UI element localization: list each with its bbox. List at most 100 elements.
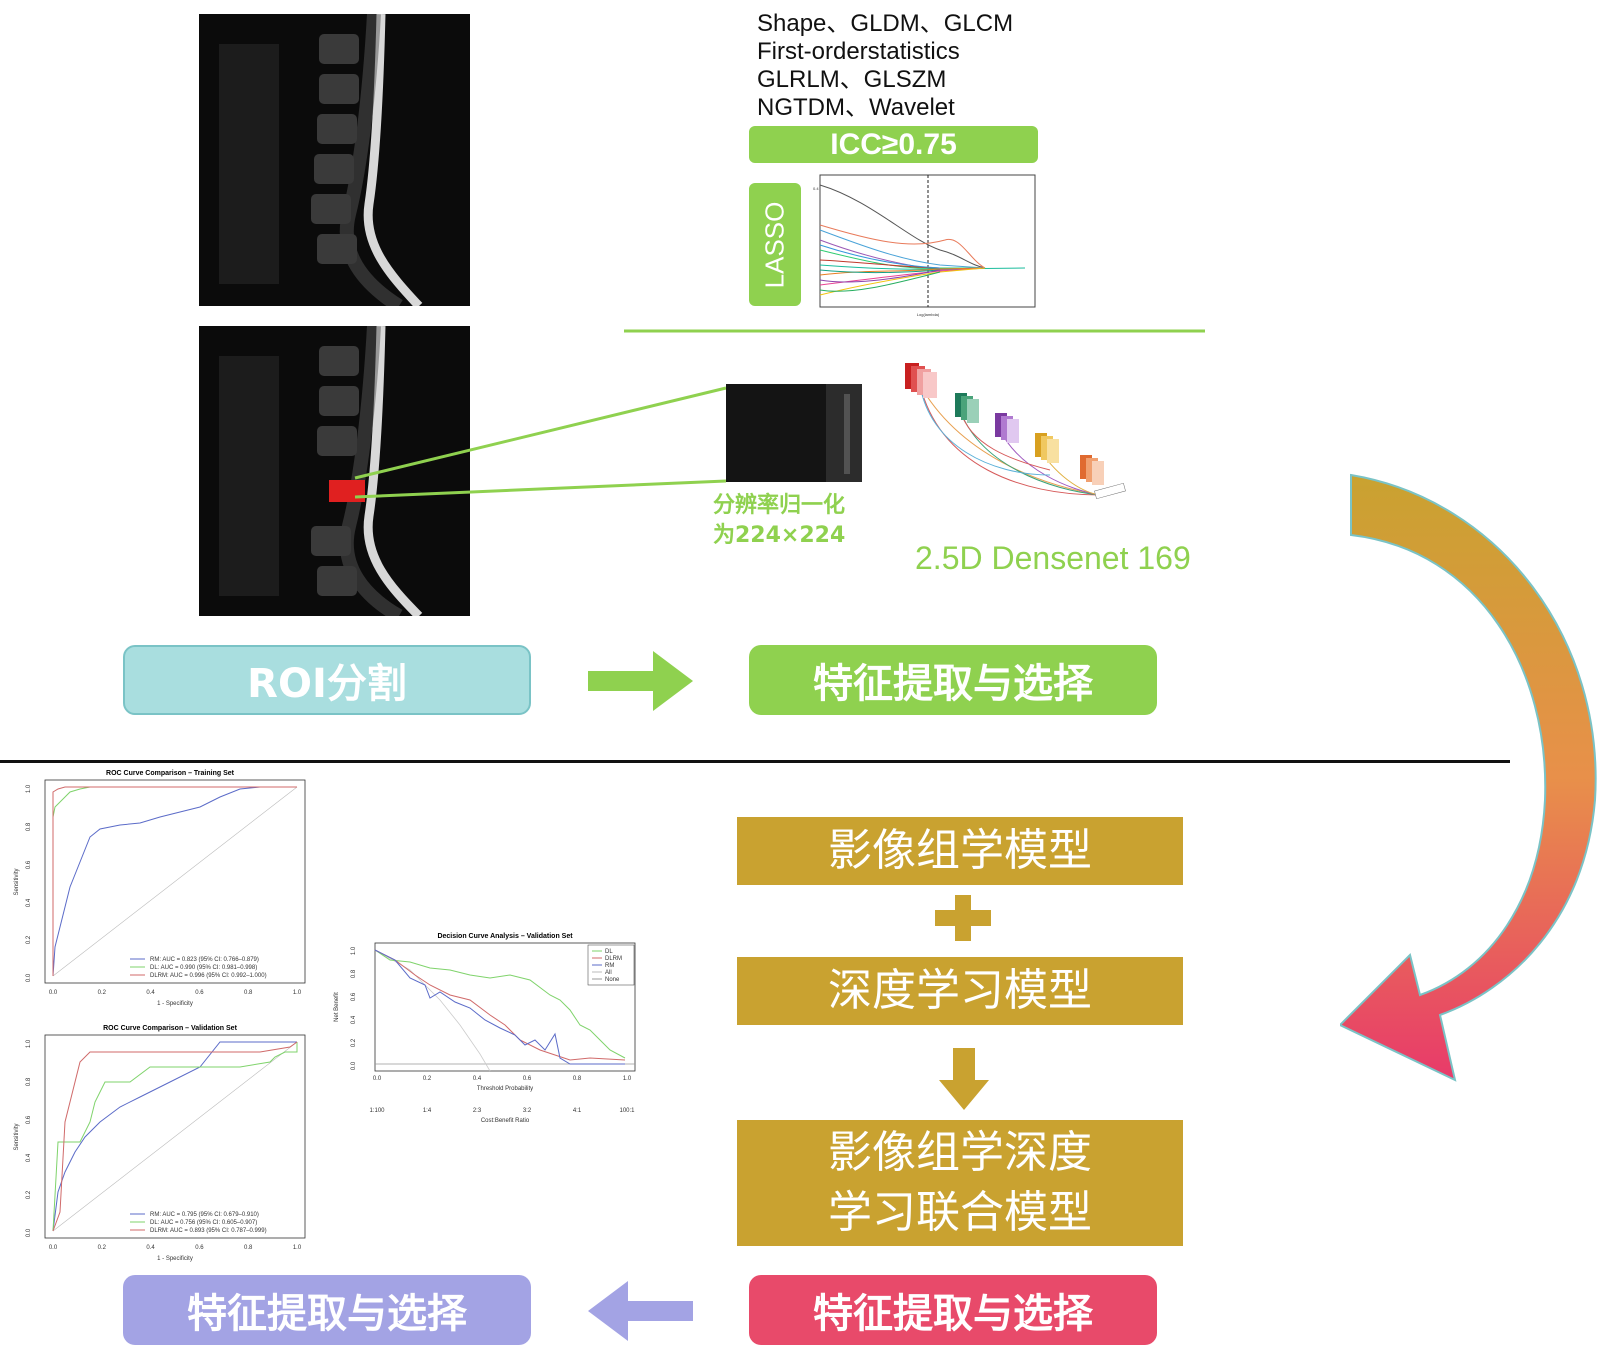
svg-text:DLRM: DLRM [605,956,622,962]
svg-text:0.8: 0.8 [244,1245,253,1251]
icc-filter-box: ICC≥0.75 [749,126,1038,163]
left-arrow-icon [588,1281,693,1341]
feature-extraction-pill-bottom-right: 特征提取与选择 [749,1275,1157,1345]
radiomics-model-box: 影像组学模型 [737,817,1183,885]
densenet-title: 2.5D Densenet 169 [915,540,1191,577]
down-arrow-icon [939,1048,989,1110]
resolution-note: 分辨率归一化 为224×224 [713,491,845,551]
combined-model-line-1: 影像组学深度 [828,1123,1092,1183]
feature-extraction-label-top: 特征提取与选择 [813,651,1093,709]
decision-curve-graphic: Decision Curve Analysis – Validation Set… [330,930,640,1130]
svg-text:0.0: 0.0 [49,990,58,996]
feature-extraction-pill-bottom-left: 特征提取与选择 [123,1275,531,1345]
svg-text:0.2: 0.2 [98,990,107,996]
svg-text:All: All [605,970,612,976]
resolution-line-1: 分辨率归一化 [713,491,845,521]
feature-line: NGTDM、Wavelet [757,94,1013,122]
svg-text:1.0: 1.0 [293,1245,302,1251]
lasso-path-plot: 0.4 Log(lambda) [810,170,1040,320]
svg-text:0.8: 0.8 [573,1076,582,1082]
lasso-path-graphic: 0.4 Log(lambda) [810,170,1040,320]
svg-text:1.0: 1.0 [26,784,32,793]
roi-segmentation-label: ROI分割 [247,651,407,709]
svg-text:0.4: 0.4 [473,1076,482,1082]
svg-text:0.0: 0.0 [373,1076,382,1082]
deep-learning-model-label: 深度学习模型 [828,961,1092,1021]
svg-text:0.6: 0.6 [26,860,32,869]
svg-text:0.2: 0.2 [423,1076,432,1082]
svg-text:1:4: 1:4 [423,1108,432,1114]
roc-validation-graphic: ROC Curve Comparison – Validation Set 0.… [10,1022,310,1267]
roi-segmentation-pill: ROI分割 [123,645,531,715]
svg-text:0.0: 0.0 [26,1228,32,1237]
roi-crop-image [726,384,862,482]
roc-valid-title: ROC Curve Comparison – Validation Set [103,1025,237,1032]
roc-validation-chart: ROC Curve Comparison – Validation Set 0.… [10,1022,310,1267]
svg-text:RM: AUC = 0.795 (95% CI: 0.679: RM: AUC = 0.795 (95% CI: 0.679–0.910) [150,1212,259,1218]
svg-text:1.0: 1.0 [293,990,302,996]
svg-text:0.8: 0.8 [244,990,253,996]
radiomics-model-label: 影像组学模型 [828,821,1092,881]
svg-text:Sensitivity: Sensitivity [14,1123,20,1150]
svg-text:0.6: 0.6 [26,1115,32,1124]
svg-text:Net Benefit: Net Benefit [334,992,340,1022]
svg-text:DL: DL [605,949,613,955]
svg-text:100:1: 100:1 [619,1108,635,1114]
svg-text:0.8: 0.8 [351,969,357,978]
svg-text:0.6: 0.6 [523,1076,532,1082]
svg-text:0.0: 0.0 [26,973,32,982]
svg-text:Decision Curve Analysis – Vali: Decision Curve Analysis – Validation Set [437,933,573,940]
roc-training-chart: ROC Curve Comparison – Training Set 0.0 … [10,767,310,1012]
svg-text:1.0: 1.0 [623,1076,632,1082]
right-arrow-icon [588,651,693,711]
svg-text:0.2: 0.2 [351,1038,357,1047]
svg-text:Cost:Benefit Ratio: Cost:Benefit Ratio [481,1118,530,1124]
svg-text:DLRM: AUC = 0.996 (95% CI: 0.9: DLRM: AUC = 0.996 (95% CI: 0.992–1.000) [150,973,267,979]
svg-text:DL: AUC = 0.990 (95% CI: 0.981: DL: AUC = 0.990 (95% CI: 0.981–0.998) [150,965,257,971]
curved-arrow-icon [1340,470,1600,1090]
svg-text:1.0: 1.0 [26,1039,32,1048]
svg-text:0.4: 0.4 [146,990,155,996]
svg-text:RM: AUC = 0.823 (95% CI: 0.766: RM: AUC = 0.823 (95% CI: 0.766–0.879) [150,957,259,963]
lasso-label: LASSO [760,201,791,288]
roc-training-graphic: ROC Curve Comparison – Training Set 0.0 … [10,767,310,1012]
densenet-diagram [900,355,1140,520]
svg-text:0.2: 0.2 [26,1190,32,1199]
combined-model-box: 影像组学深度 学习联合模型 [737,1120,1183,1246]
feature-line: Shape、GLDM、GLCM [757,10,1013,38]
deep-learning-model-box: 深度学习模型 [737,957,1183,1025]
feature-class-list: Shape、GLDM、GLCM First-orderstatistics GL… [757,10,1013,122]
svg-text:0.0: 0.0 [351,1061,357,1070]
svg-text:Log(lambda): Log(lambda) [917,312,940,317]
densenet-graphic [900,355,1140,520]
resolution-line-2: 为224×224 [713,521,845,551]
feature-line: GLRLM、GLSZM [757,66,1013,94]
svg-text:0.4: 0.4 [351,1015,357,1024]
svg-text:DLRM: AUC = 0.893 (95% CI: 0.7: DLRM: AUC = 0.893 (95% CI: 0.787–0.999) [150,1228,267,1234]
svg-text:RM: RM [605,963,614,969]
plus-icon [935,895,991,941]
svg-text:1.0: 1.0 [351,946,357,955]
svg-text:1 - Specificity: 1 - Specificity [157,1001,193,1007]
svg-text:0.6: 0.6 [195,990,204,996]
svg-text:0.4: 0.4 [813,186,819,191]
decision-curve-chart: Decision Curve Analysis – Validation Set… [330,930,640,1130]
svg-text:Sensitivity: Sensitivity [14,868,20,895]
svg-text:0.6: 0.6 [195,1245,204,1251]
feature-extraction-label-bottom-right: 特征提取与选择 [813,1281,1093,1339]
icc-label: ICC≥0.75 [830,128,957,162]
feature-extraction-label-bottom-left: 特征提取与选择 [187,1281,467,1339]
svg-text:None: None [605,977,620,983]
feature-line: First-orderstatistics [757,38,1013,66]
svg-text:0.8: 0.8 [26,822,32,831]
svg-text:1 - Specificity: 1 - Specificity [157,1256,193,1262]
lasso-box: LASSO [749,183,801,306]
roc-train-title: ROC Curve Comparison – Training Set [106,770,235,777]
svg-text:Threshold Probability: Threshold Probability [477,1086,533,1092]
section-divider [0,760,1510,763]
svg-text:1:100: 1:100 [369,1108,385,1114]
svg-text:0.6: 0.6 [351,992,357,1001]
svg-text:3:2: 3:2 [523,1108,532,1114]
svg-text:0.4: 0.4 [146,1245,155,1251]
svg-text:0.4: 0.4 [26,1153,32,1162]
